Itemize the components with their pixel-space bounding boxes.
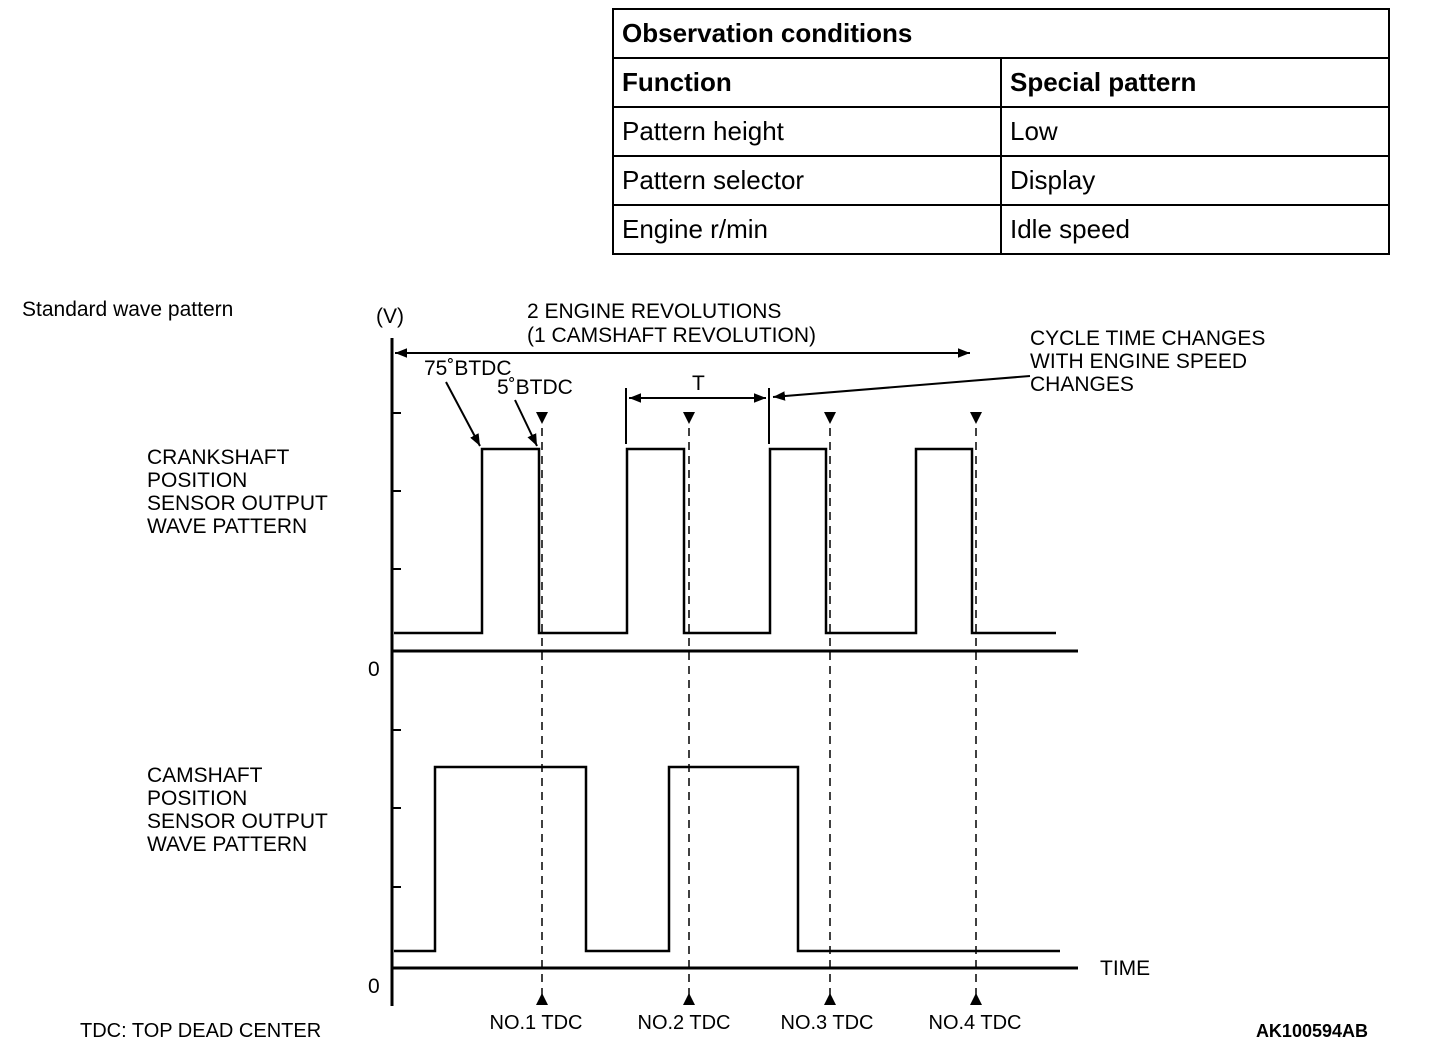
crank-label-line3: SENSOR OUTPUT xyxy=(147,492,328,515)
tdc-top-marker-4 xyxy=(970,412,982,424)
tdc-bottom-marker-2 xyxy=(683,993,695,1005)
table-cell: Low xyxy=(1000,106,1390,157)
tdc-label-4: NO.4 TDC xyxy=(929,1012,1022,1034)
crank-label-line1: CRANKSHAFT xyxy=(147,446,290,469)
tdc-bottom-marker-4 xyxy=(970,993,982,1005)
header-function: Function xyxy=(612,57,1002,108)
cam-label-line2: POSITION xyxy=(147,787,247,810)
tdc-top-marker-1 xyxy=(536,412,548,424)
figure-code: AK100594AB xyxy=(1256,1021,1368,1041)
section-title: Standard wave pattern xyxy=(22,298,233,321)
crankshaft-waveform xyxy=(394,447,1056,635)
table-row: Pattern height Low xyxy=(612,106,1390,157)
zero-label-crank: 0 xyxy=(368,658,380,681)
crank-label-line2: POSITION xyxy=(147,469,247,492)
cam-label-line4: WAVE PATTERN xyxy=(147,833,307,856)
tdc-top-marker-2 xyxy=(683,412,695,424)
table-title-row: Observation conditions xyxy=(612,8,1390,59)
span-label-line1: 2 ENGINE REVOLUTIONS xyxy=(527,300,781,323)
btdc75-label: 75˚BTDC xyxy=(424,357,512,380)
crank-label-line4: WAVE PATTERN xyxy=(147,515,307,538)
y-unit-label: (V) xyxy=(376,305,404,328)
period-label: T xyxy=(692,372,705,395)
btdc75-arrow xyxy=(445,381,481,447)
cycle-note-arrow xyxy=(772,375,1031,401)
cycle-note-line2: WITH ENGINE SPEED xyxy=(1030,350,1247,373)
tdc-label-2: NO.2 TDC xyxy=(638,1012,731,1034)
tdc-legend: TDC: TOP DEAD CENTER xyxy=(80,1020,321,1042)
tdc-label-1: NO.1 TDC xyxy=(490,1012,583,1034)
btdc5-label: 5˚BTDC xyxy=(497,376,573,399)
zero-label-cam: 0 xyxy=(368,975,380,998)
observation-conditions-table: Observation conditions Function Special … xyxy=(612,8,1390,255)
camshaft-waveform xyxy=(394,765,1060,953)
cycle-note-line3: CHANGES xyxy=(1030,373,1134,396)
table-header-row: Function Special pattern xyxy=(612,57,1390,108)
cam-label-line1: CAMSHAFT xyxy=(147,764,263,787)
table-row: Engine r/min Idle speed xyxy=(612,204,1390,255)
table-cell: Pattern selector xyxy=(612,155,1002,206)
table-cell: Engine r/min xyxy=(612,204,1002,255)
btdc5-arrow xyxy=(514,399,538,447)
table-row: Pattern selector Display xyxy=(612,155,1390,206)
table-cell: Pattern height xyxy=(612,106,1002,157)
tdc-top-marker-3 xyxy=(824,412,836,424)
tdc-bottom-marker-1 xyxy=(536,993,548,1005)
table-title: Observation conditions xyxy=(612,8,1390,59)
cycle-note-line1: CYCLE TIME CHANGES xyxy=(1030,327,1265,350)
x-axis-label: TIME xyxy=(1100,957,1150,980)
span-label-line2: (1 CAMSHAFT REVOLUTION) xyxy=(527,324,816,347)
table-cell: Idle speed xyxy=(1000,204,1390,255)
tdc-bottom-marker-3 xyxy=(824,993,836,1005)
header-special-pattern: Special pattern xyxy=(1000,57,1390,108)
tdc-label-3: NO.3 TDC xyxy=(781,1012,874,1034)
table-cell: Display xyxy=(1000,155,1390,206)
cam-label-line3: SENSOR OUTPUT xyxy=(147,810,328,833)
